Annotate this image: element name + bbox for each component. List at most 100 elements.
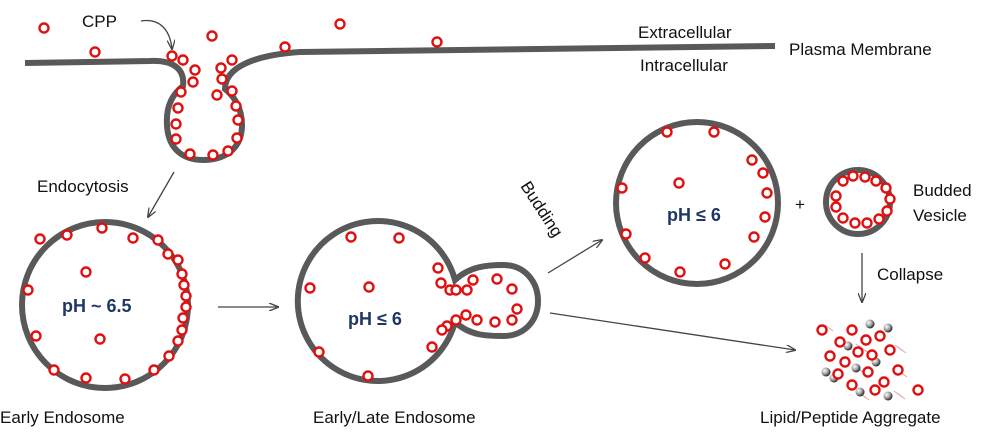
peptide-marker [334, 18, 346, 30]
peptide-marker [830, 201, 842, 213]
peptide-marker [230, 100, 242, 112]
peptide-marker [746, 154, 758, 166]
budding-arrow [547, 240, 602, 274]
peptide-marker [450, 314, 462, 326]
peptide-marker [432, 262, 444, 274]
peptide-marker [363, 281, 375, 293]
peptide-marker [180, 290, 192, 302]
peptide-marker [172, 335, 184, 347]
peptide-marker [393, 232, 405, 244]
peptide-marker [511, 303, 523, 315]
peptide-marker [830, 190, 842, 202]
peptide-marker [163, 350, 175, 362]
peptide-marker [94, 333, 106, 345]
aggregate-label: Lipid/Peptide Aggregate [760, 408, 941, 427]
cpp-pointer-arrow [140, 19, 172, 49]
peptide-marker [89, 46, 101, 58]
aggregate-peptide [862, 366, 874, 378]
extracellular-label: Extracellular [638, 23, 732, 42]
peptide-marker [859, 171, 871, 183]
lipid-tail [824, 324, 834, 332]
peptide-marker [837, 175, 849, 187]
peptide-marker [639, 252, 651, 264]
aggregate-cluster [816, 319, 908, 401]
aggregate-peptide [866, 349, 878, 361]
peptide-marker [661, 126, 673, 138]
aggregate-peptide [846, 379, 858, 391]
peptide-marker [491, 273, 503, 285]
peptide-marker [206, 30, 218, 42]
peptide-marker [166, 50, 178, 62]
peptide-marker [180, 301, 192, 313]
budded-endosome [613, 119, 781, 287]
peptide-marker [61, 229, 73, 241]
peptide-marker [304, 282, 316, 294]
budded-vesicle-label-line2: Vesicle [913, 206, 967, 225]
peptide-marker [172, 254, 184, 266]
peptide-marker [861, 217, 873, 229]
peptide-marker [506, 283, 518, 295]
peptide-marker [231, 132, 243, 144]
peptide-marker [761, 187, 773, 199]
peptide-marker [708, 126, 720, 138]
ph-early-endosome: pH ~ 6.5 [62, 296, 132, 316]
peptide-marker [187, 76, 199, 88]
lipid-sphere [821, 367, 831, 377]
peptide-marker [80, 266, 92, 278]
peptide-marker [847, 170, 859, 182]
peptide-marker [162, 248, 174, 260]
lipid-sphere [865, 319, 875, 329]
aggregate-peptide [860, 334, 872, 346]
lipid-tail [894, 344, 904, 352]
peptide-marker [152, 234, 164, 246]
peptide-marker [870, 175, 882, 187]
intracellular-label: Intracellular [640, 56, 728, 75]
aggregate-arrow [549, 312, 795, 350]
peptide-marker [170, 118, 182, 130]
aggregate-peptide [869, 384, 881, 396]
peptide-marker [873, 213, 885, 225]
peptide-marker [436, 324, 448, 336]
aggregate-peptide [816, 324, 828, 336]
peptide-marker [849, 217, 861, 229]
aggregate-peptide [846, 324, 858, 336]
peptide-marker [38, 22, 50, 34]
early-late-endosome [294, 218, 542, 384]
peptide-marker [222, 145, 234, 157]
endocytosis-label: Endocytosis [37, 177, 129, 196]
ph-early-late-endosome: pH ≤ 6 [348, 309, 402, 329]
peptide-marker [119, 373, 131, 385]
peptide-marker [884, 193, 896, 205]
lipid-sphere [883, 323, 893, 333]
peptide-marker [450, 284, 462, 296]
peptide-marker [176, 268, 188, 280]
peptide-marker [215, 62, 227, 74]
peptide-marker [127, 232, 139, 244]
peptide-marker [757, 167, 769, 179]
peptide-marker [461, 284, 473, 296]
peptide-marker [837, 212, 849, 224]
peptide-marker [506, 314, 518, 326]
aggregate-peptide [839, 356, 851, 368]
peptide-marker [426, 341, 438, 353]
endocytosis-arrow [148, 171, 175, 217]
peptide-marker [616, 182, 628, 194]
aggregate-peptide [852, 346, 864, 358]
budding-label: Budding [517, 178, 567, 241]
peptide-marker [211, 89, 223, 101]
peptide-marker [313, 346, 325, 358]
peptide-marker [460, 309, 472, 321]
plasma-membrane-label: Plasma Membrane [789, 40, 932, 59]
peptide-marker [279, 41, 291, 53]
peptide-marker [170, 133, 182, 145]
peptide-marker [719, 258, 731, 270]
peptide-marker [184, 148, 196, 160]
peptide-marker [471, 314, 483, 326]
peptide-marker [177, 312, 189, 324]
ph-budded-endosome: pH ≤ 6 [667, 205, 721, 225]
aggregate-peptide [878, 376, 890, 388]
peptide-marker [880, 182, 892, 194]
peptide-marker [207, 149, 219, 161]
peptide-marker [362, 370, 374, 382]
lipid-sphere [843, 341, 853, 351]
